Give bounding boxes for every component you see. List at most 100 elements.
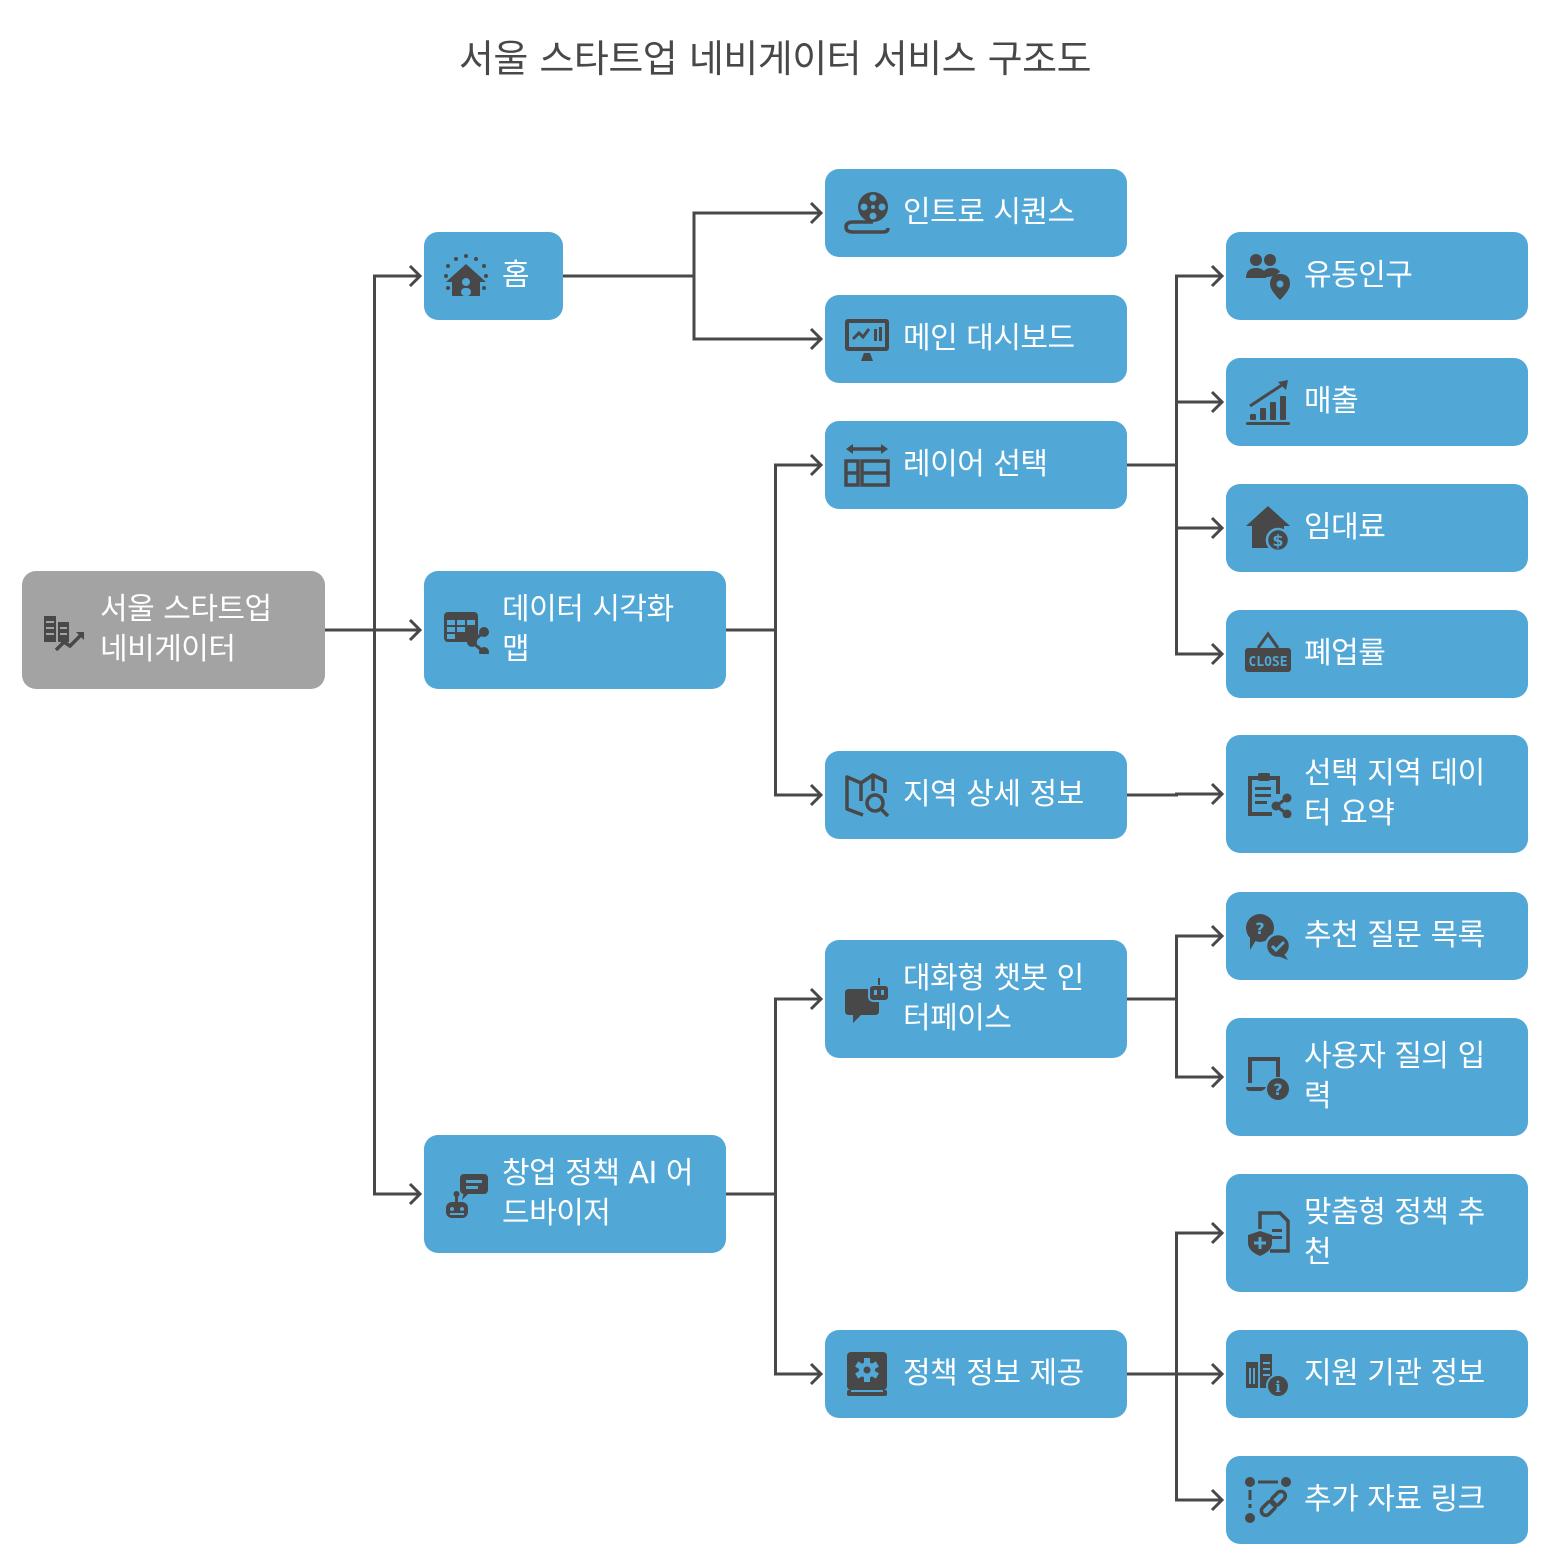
node-summary[interactable]: 선택 지역 데이터 요약 <box>1226 735 1528 853</box>
edge-home-dashboard <box>563 274 821 341</box>
chat-bot-icon <box>841 973 893 1025</box>
edge-home-intro <box>563 211 821 278</box>
arrowhead-summary <box>1210 782 1225 806</box>
diagram-title: 서울 스타트업 네비게이터 서비스 구조도 <box>458 37 1092 81</box>
arrowhead-custom <box>1210 1221 1225 1245</box>
svg-text:$: $ <box>1272 531 1283 550</box>
laptop-question-icon: ? <box>1242 1051 1294 1103</box>
node-label: 추가 자료 링크 <box>1304 1482 1485 1517</box>
svg-text:?: ? <box>1255 919 1264 938</box>
map-search-icon <box>841 769 893 821</box>
arrowhead-region <box>809 783 824 807</box>
node-layer[interactable]: 레이어 선택 <box>825 421 1127 509</box>
arrowhead-advisor <box>408 1182 423 1206</box>
arrowhead-rent <box>1210 516 1225 540</box>
node-label: 대화형 챗봇 인터페이스 <box>903 961 1084 1036</box>
shield-document-icon <box>1242 1207 1294 1259</box>
node-label: 임대료 <box>1304 510 1386 545</box>
people-location-icon <box>1242 250 1294 302</box>
robot-chat-icon <box>440 1168 492 1220</box>
arrowhead-intro <box>809 201 824 225</box>
svg-text:i: i <box>1275 1378 1281 1396</box>
node-label: 선택 지역 데이터 요약 <box>1304 756 1485 831</box>
monitor-chart-icon <box>841 313 893 365</box>
node-custom[interactable]: 맞춤형 정책 추천 <box>1226 1174 1528 1292</box>
link-nodes-icon <box>1242 1474 1294 1526</box>
edge-root-home <box>325 274 420 632</box>
edge-layer-rent <box>1127 463 1222 530</box>
arrowhead-dashboard <box>809 327 824 351</box>
arrowhead-closure <box>1210 642 1225 666</box>
book-gear-icon <box>841 1348 893 1400</box>
edge-datamap-region <box>726 628 821 797</box>
edge-root-advisor <box>325 628 420 1196</box>
node-links[interactable]: 추가 자료 링크 <box>1226 1456 1528 1544</box>
arrowhead-sales <box>1210 390 1225 414</box>
node-label: 사용자 질의 입력 <box>1304 1039 1485 1114</box>
arrowhead-home <box>408 264 423 288</box>
node-rent[interactable]: $ 임대료 <box>1226 484 1528 572</box>
node-intro[interactable]: 인트로 시퀀스 <box>825 169 1127 257</box>
node-closure[interactable]: CLOSE 폐업률 <box>1226 610 1528 698</box>
edge-chatbot-questions <box>1127 934 1222 1001</box>
arrowhead-agency <box>1210 1362 1225 1386</box>
arrowhead-links <box>1210 1488 1225 1512</box>
node-label: 정책 정보 제공 <box>903 1356 1084 1391</box>
node-label: 지원 기관 정보 <box>1304 1356 1485 1391</box>
node-label: 추천 질문 목록 <box>1304 918 1485 953</box>
clipboard-share-icon <box>1242 768 1294 820</box>
arrowhead-questions <box>1210 924 1225 948</box>
arrowhead-policyinfo <box>809 1362 824 1386</box>
node-sales[interactable]: 매출 <box>1226 358 1528 446</box>
edge-policyinfo-links <box>1127 1372 1222 1502</box>
node-root[interactable]: 서울 스타트업 네비게이터 <box>22 571 325 689</box>
close-sign-icon: CLOSE <box>1242 628 1294 680</box>
edge-policyinfo-custom <box>1127 1231 1222 1376</box>
node-label: 맞춤형 정책 추천 <box>1304 1195 1485 1270</box>
node-agency[interactable]: i 지원 기관 정보 <box>1226 1330 1528 1418</box>
node-label: 폐업률 <box>1304 636 1386 671</box>
node-label: 홈 <box>502 258 530 293</box>
arrowhead-chatbot <box>809 987 824 1011</box>
house-dollar-icon: $ <box>1242 502 1294 554</box>
node-home[interactable]: 홈 <box>424 232 563 320</box>
edge-advisor-chatbot <box>726 997 821 1196</box>
buildings-trend-icon <box>38 604 90 656</box>
node-label: 데이터 시각화 맵 <box>502 592 674 667</box>
edge-region-summary <box>1127 792 1222 797</box>
edge-datamap-layer <box>726 463 821 632</box>
node-advisor[interactable]: 창업 정책 AI 어드바이저 <box>424 1135 726 1253</box>
edge-advisor-policyinfo <box>726 1192 821 1376</box>
film-reel-icon <box>841 187 893 239</box>
node-label: 레이어 선택 <box>903 447 1048 482</box>
question-answer-icon: ? <box>1242 910 1294 962</box>
arrowhead-layer <box>809 453 824 477</box>
node-population[interactable]: 유동인구 <box>1226 232 1528 320</box>
node-label: 서울 스타트업 네비게이터 <box>100 592 272 667</box>
bar-chart-up-icon <box>1242 376 1294 428</box>
node-label: 유동인구 <box>1304 258 1413 293</box>
arrowhead-userinput <box>1210 1065 1225 1089</box>
node-questions[interactable]: ? 추천 질문 목록 <box>1226 892 1528 980</box>
node-policyinfo[interactable]: 정책 정보 제공 <box>825 1330 1127 1418</box>
node-region[interactable]: 지역 상세 정보 <box>825 751 1127 839</box>
node-chatbot[interactable]: 대화형 챗봇 인터페이스 <box>825 940 1127 1058</box>
arrowhead-datamap <box>408 618 423 642</box>
node-userinput[interactable]: ? 사용자 질의 입력 <box>1226 1018 1528 1136</box>
table-share-icon <box>440 604 492 656</box>
node-datamap[interactable]: 데이터 시각화 맵 <box>424 571 726 689</box>
edge-chatbot-userinput <box>1127 997 1222 1079</box>
node-label: 매출 <box>1304 384 1359 419</box>
edge-layer-sales <box>1127 400 1222 467</box>
node-label: 인트로 시퀀스 <box>903 195 1075 230</box>
node-label: 지역 상세 정보 <box>903 777 1084 812</box>
building-info-icon: i <box>1242 1348 1294 1400</box>
edge-layer-closure <box>1127 463 1222 656</box>
svg-text:CLOSE: CLOSE <box>1248 655 1287 670</box>
node-dashboard[interactable]: 메인 대시보드 <box>825 295 1127 383</box>
edge-layer-population <box>1127 274 1222 467</box>
layout-columns-icon <box>841 439 893 491</box>
home-icon <box>440 250 492 302</box>
svg-text:?: ? <box>1273 1080 1282 1099</box>
